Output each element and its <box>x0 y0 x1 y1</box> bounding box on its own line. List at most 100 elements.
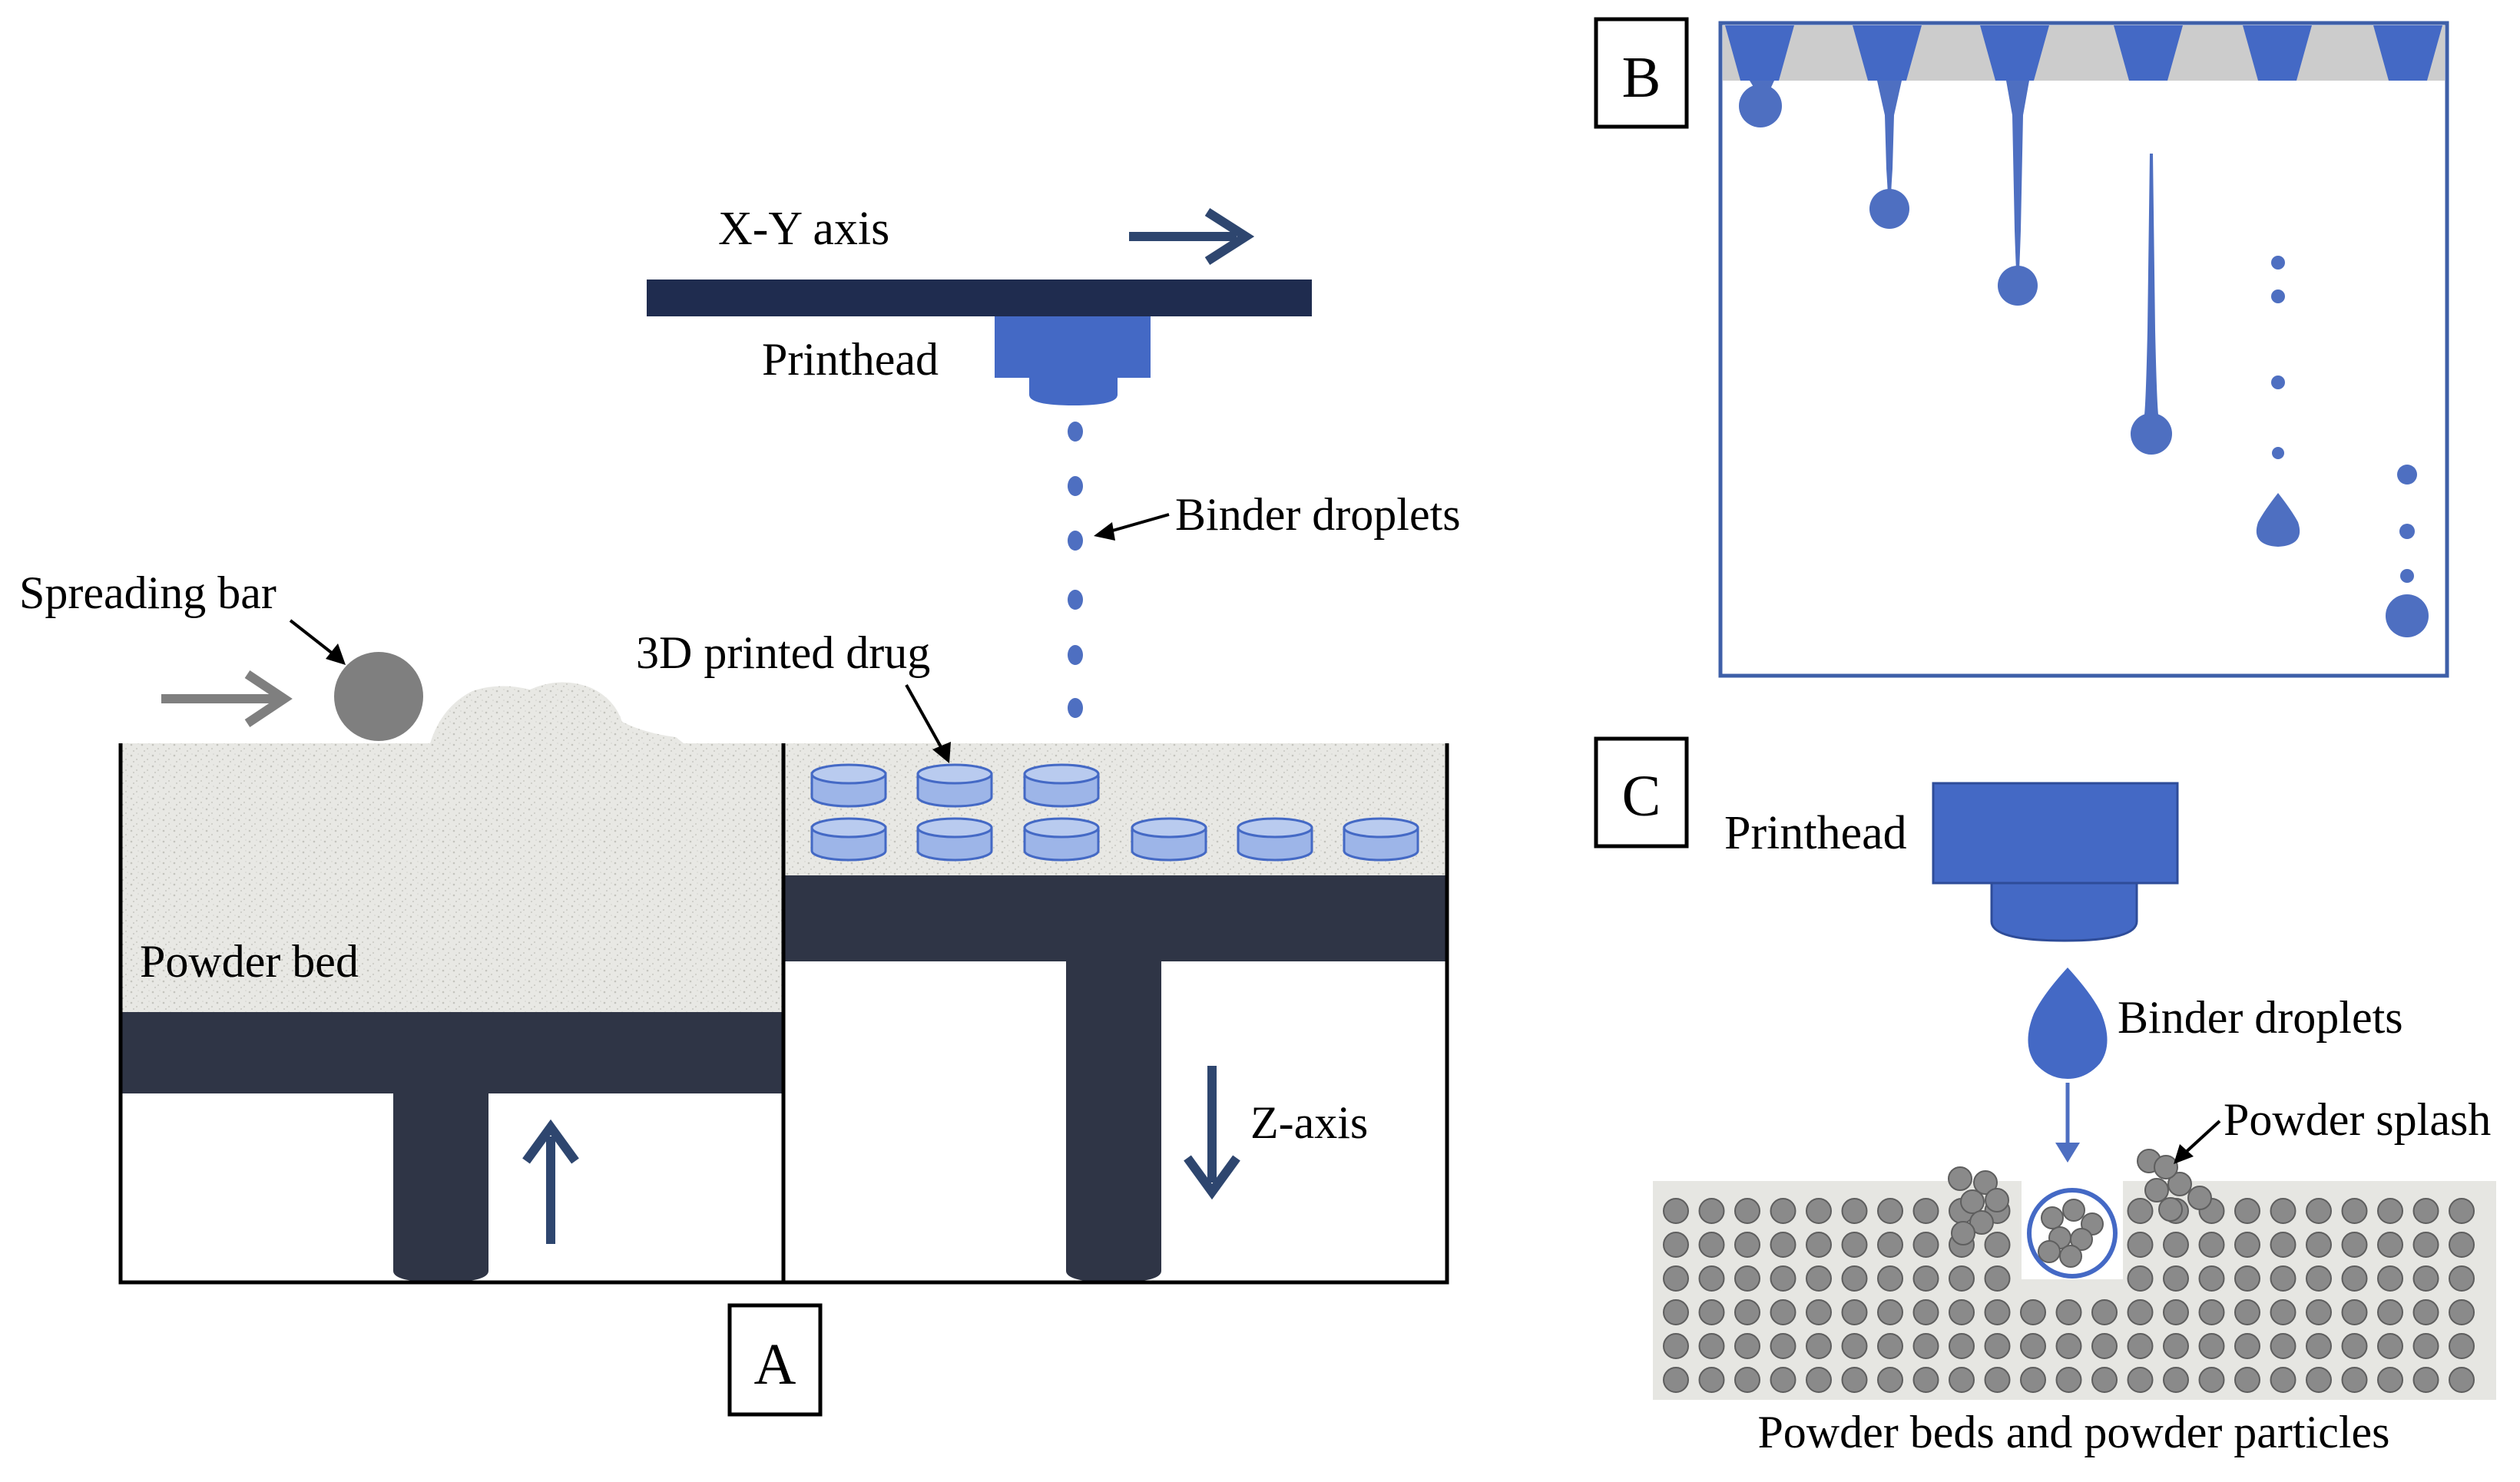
printhead-label: Printhead <box>762 334 939 385</box>
panel-a-letter: A <box>754 1332 796 1397</box>
powder-particle <box>1984 1299 2011 1325</box>
powder-particle <box>1806 1299 1832 1325</box>
powder-particle <box>2270 1232 2296 1258</box>
powder-particle <box>2020 1299 2046 1325</box>
powder-particle <box>1663 1265 1689 1292</box>
impact-particles <box>2038 1199 2104 1268</box>
powder-particle <box>1912 1333 1939 1359</box>
powder-particle <box>1734 1333 1760 1359</box>
powder-particle <box>1734 1265 1760 1292</box>
powder-splash-label: Powder splash <box>2224 1094 2491 1145</box>
binder-droplets-c-label: Binder droplets <box>2118 992 2403 1043</box>
powder-particle <box>2163 1265 2189 1292</box>
powder-particle <box>2449 1265 2475 1292</box>
tablet <box>1237 817 1313 862</box>
powder-particle <box>2127 1367 2154 1393</box>
powder-particle <box>1912 1265 1939 1292</box>
spreading-bar-roller <box>334 652 423 741</box>
powder-particle <box>2070 1228 2093 1251</box>
powder-particle <box>2341 1367 2368 1393</box>
z-axis-label: Z-axis <box>1250 1097 1368 1148</box>
powder-particle <box>2306 1367 2332 1393</box>
powder-particle <box>1734 1367 1760 1393</box>
powder-particle <box>2270 1367 2296 1393</box>
powder-particle <box>1663 1333 1689 1359</box>
tablet <box>916 763 993 808</box>
powder-heap <box>430 682 684 743</box>
powder-particle <box>1663 1232 1689 1258</box>
powder-particle <box>2412 1299 2439 1325</box>
powder-particle <box>1948 1166 1972 1191</box>
powder-particle <box>1984 1367 2011 1393</box>
powder-particle <box>2187 1186 2212 1210</box>
powder-particle <box>1770 1299 1796 1325</box>
powder-particle <box>2377 1333 2403 1359</box>
panel-c-letter: C <box>1622 764 1661 829</box>
powder-particle <box>1770 1265 1796 1292</box>
left-build-platform <box>121 1012 783 1093</box>
powder-particle <box>1698 1299 1725 1325</box>
printhead-c-body <box>1932 782 2179 885</box>
powder-particle <box>1984 1232 2011 1258</box>
powder-particle <box>2412 1367 2439 1393</box>
powder-particle <box>1877 1232 1903 1258</box>
panel-b-letter: B <box>1622 45 1661 110</box>
spread-direction-arrow-icon <box>161 670 293 727</box>
powder-particle <box>2234 1299 2260 1325</box>
powder-particle <box>1806 1232 1832 1258</box>
powder-particle <box>2449 1299 2475 1325</box>
tablet <box>1343 817 1419 862</box>
printed-drug-label: 3D printed drug <box>636 627 930 678</box>
powder-particle <box>2163 1333 2189 1359</box>
powder-particle <box>1841 1265 1868 1292</box>
powder-particle <box>1806 1265 1832 1292</box>
powder-particle <box>2412 1198 2439 1224</box>
powder-particle <box>1806 1333 1832 1359</box>
spreading-bar-pointer-arrow <box>289 619 346 665</box>
powder-particle <box>1912 1198 1939 1224</box>
powder-particle <box>2306 1299 2332 1325</box>
powder-particle <box>1698 1198 1725 1224</box>
powder-particle <box>2127 1265 2154 1292</box>
panel-a: X-Y axis Printhead Binder droplets <box>19 203 1461 1417</box>
powder-particle <box>2270 1299 2296 1325</box>
powder-particle <box>2234 1367 2260 1393</box>
powder-particle <box>1806 1198 1832 1224</box>
powder-particle <box>1877 1299 1903 1325</box>
powder-particle <box>2154 1155 2178 1179</box>
powder-particle <box>2234 1333 2260 1359</box>
powder-particle <box>1949 1265 1975 1292</box>
powder-particle <box>2412 1232 2439 1258</box>
powder-particle <box>1698 1333 1725 1359</box>
powder-beds-caption: Powder beds and powder particles <box>1757 1407 2389 1457</box>
powder-particle <box>1770 1367 1796 1393</box>
powder-particle <box>1841 1232 1868 1258</box>
xy-axis-label: X-Y axis <box>718 203 889 255</box>
powder-particle <box>1841 1367 1868 1393</box>
powder-particle <box>2038 1240 2061 1263</box>
powder-particle <box>1841 1299 1868 1325</box>
powder-particle <box>2041 1206 2064 1229</box>
powder-particle <box>1877 1333 1903 1359</box>
right-piston <box>1066 961 1161 1282</box>
left-powder-bed <box>121 743 783 1012</box>
printed-drug-pointer-arrow <box>905 684 951 763</box>
powder-particle <box>1969 1210 1994 1235</box>
powder-particle <box>2198 1232 2225 1258</box>
printhead-nozzle <box>1029 378 1118 405</box>
powder-particle <box>1770 1333 1796 1359</box>
platform-down-arrow-icon <box>1184 1066 1240 1200</box>
powder-particle <box>1912 1299 1939 1325</box>
droplet-stage-5 <box>2256 493 2300 547</box>
powder-particle <box>1663 1367 1689 1393</box>
binder-droplets-label: Binder droplets <box>1175 489 1461 540</box>
powder-particle <box>2020 1333 2046 1359</box>
powder-particle <box>2167 1172 2192 1196</box>
nozzle-row <box>1725 25 2442 81</box>
powder-particle <box>2412 1333 2439 1359</box>
powder-particle <box>2055 1333 2082 1359</box>
powder-particle <box>2127 1232 2154 1258</box>
powder-particle <box>1698 1367 1725 1393</box>
droplet-formation-sequence <box>1739 81 2429 637</box>
